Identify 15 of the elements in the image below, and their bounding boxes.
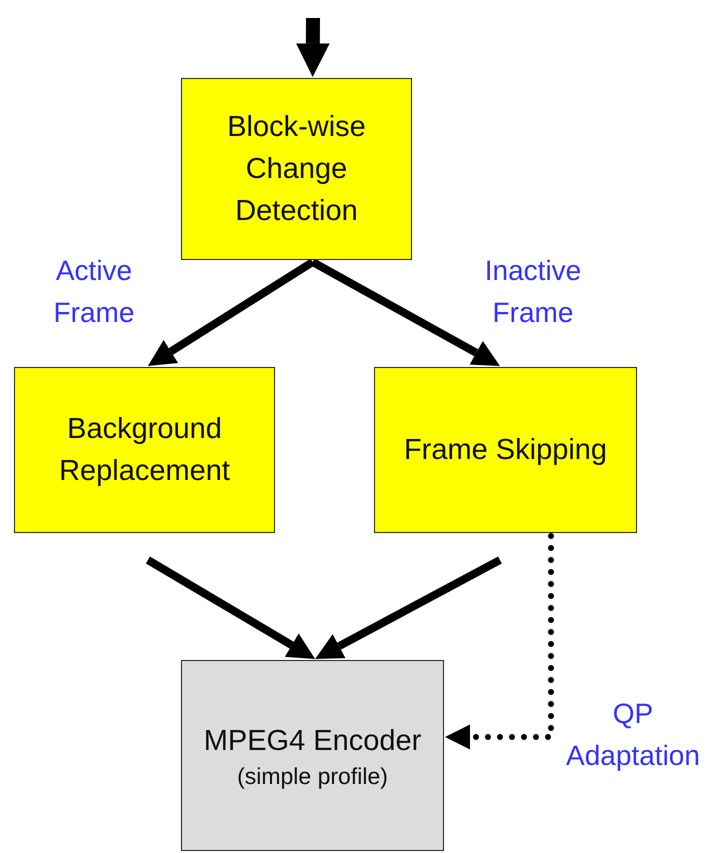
- arrow: [148, 258, 315, 366]
- arrow: [310, 258, 500, 366]
- box-title: Block-wise Change Detection: [226, 110, 367, 230]
- box-title: Frame Skipping: [404, 432, 608, 468]
- arrow: [445, 533, 554, 750]
- arrow: [315, 556, 502, 659]
- process-box: [374, 367, 637, 533]
- arrow: [296, 18, 330, 77]
- box-title: Background Replacement: [58, 412, 231, 489]
- arrow: [146, 556, 316, 659]
- box-subtitle: (simple profile): [237, 762, 388, 791]
- process-box: [181, 660, 444, 851]
- box-title: MPEG4 Encoder: [204, 724, 422, 759]
- process-box: [14, 367, 275, 533]
- process-box: [181, 78, 412, 260]
